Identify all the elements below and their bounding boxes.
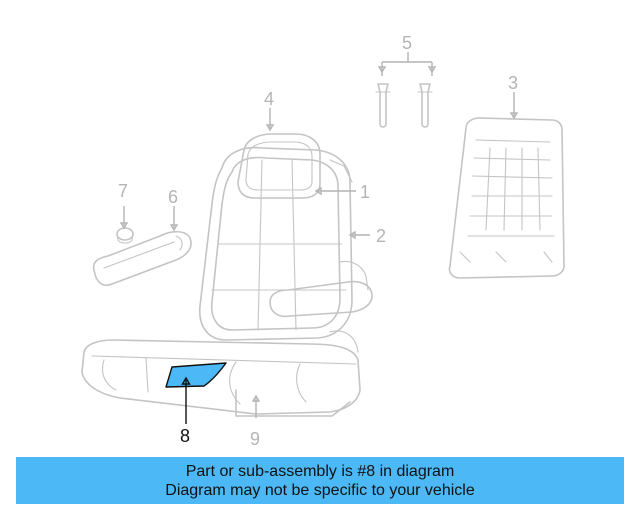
right-armrest — [269, 260, 373, 318]
callout-6: 6 — [168, 187, 178, 207]
headrest — [237, 133, 321, 199]
callout-7: 7 — [118, 181, 128, 201]
seat-back — [199, 146, 353, 341]
banner-line-2: Diagram may not be specific to your vehi… — [165, 481, 475, 499]
callout-2: 2 — [376, 226, 386, 246]
callout-8[interactable]: 8 — [180, 426, 190, 446]
fasteners-part-5 — [375, 83, 433, 128]
back-panel-part-3 — [448, 117, 565, 279]
callout-1: 1 — [360, 182, 370, 202]
callout-9: 9 — [250, 429, 260, 449]
left-armrest-part-6 — [92, 230, 192, 286]
leader-lines — [119, 52, 519, 424]
highlighted-part-8[interactable] — [165, 362, 227, 388]
seat-cushion — [81, 330, 361, 417]
banner-line-1: Part or sub-assembly is #8 in diagram — [185, 462, 455, 480]
callout-5: 5 — [402, 33, 412, 53]
knob-part-7 — [116, 227, 134, 244]
info-banner: Part or sub-assembly is #8 in diagram Di… — [16, 457, 624, 504]
callout-3: 3 — [508, 73, 518, 93]
callout-4: 4 — [264, 89, 274, 109]
